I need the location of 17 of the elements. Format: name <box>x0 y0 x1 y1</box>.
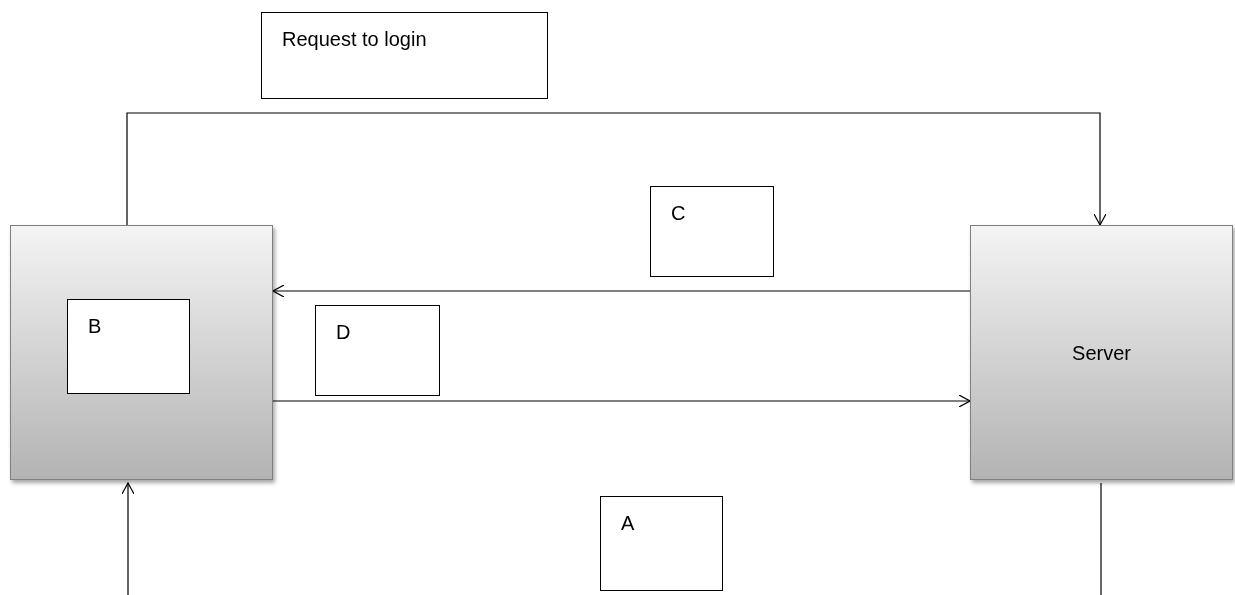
box-label: C <box>671 201 686 225</box>
box-label: Request to login <box>282 27 427 51</box>
connector-arrow <box>126 112 1107 226</box>
text-box <box>261 12 548 99</box>
connector-arrow <box>121 482 135 595</box>
text-box <box>67 299 190 394</box>
box-label: B <box>88 314 102 338</box>
shaded-box <box>10 225 273 480</box>
text-box <box>600 496 723 591</box>
connector-arrow <box>272 394 971 408</box>
text-box <box>650 186 774 277</box>
text-box <box>315 305 440 396</box>
box-label: D <box>336 320 351 344</box>
box-label: A <box>621 511 635 535</box>
text-box <box>970 225 1233 480</box>
connector-arrow <box>272 284 971 298</box>
box-label: Server <box>1072 340 1131 365</box>
